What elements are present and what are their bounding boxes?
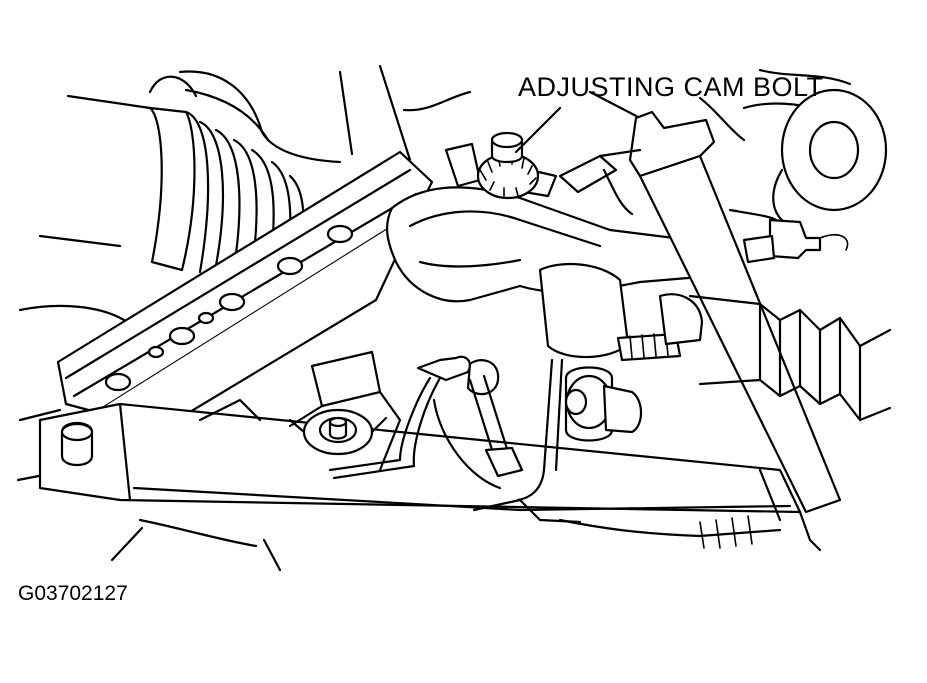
adjusting-cam-bolt [476, 131, 540, 200]
background-structure [16, 64, 852, 572]
callout-label: ADJUSTING CAM BOLT [518, 72, 824, 102]
stabilizer-link [328, 355, 564, 502]
bottom-structure [472, 498, 822, 552]
drive-shaft-boot [38, 75, 305, 284]
bushing-assembly [538, 262, 704, 442]
callout-leader [514, 106, 562, 154]
figure-code: G03702127 [18, 582, 128, 605]
tie-rod [558, 110, 842, 514]
steering-boot [688, 294, 892, 422]
mount-bolt [288, 408, 388, 456]
connector [728, 208, 849, 264]
wheel-hub [772, 88, 888, 224]
bracket [198, 350, 402, 472]
